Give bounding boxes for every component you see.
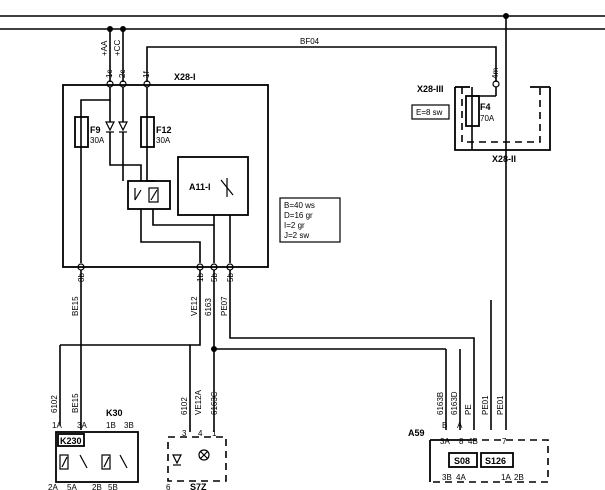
a59-pin: 4B [468, 437, 478, 446]
relay-coil [148, 187, 159, 203]
k30-pin: 5B [108, 483, 118, 490]
x28i-internal-wiring: A11-I [74, 87, 249, 263]
wire-label: 6163C [210, 391, 219, 415]
wire-label-bf04: BF04 [300, 37, 320, 46]
x28iii-label: X28-III [417, 84, 444, 94]
fuse-f4-name: F4 [480, 102, 491, 112]
wire-label: 6163D [450, 391, 459, 415]
pin-label: 1f [142, 71, 151, 78]
legend-line: B=40 ws [284, 201, 315, 210]
diode-icon [105, 121, 115, 132]
wire-label: PE01 [481, 395, 490, 415]
relay-icon [127, 180, 171, 210]
k30-box [55, 431, 139, 483]
wire-bf04: BF04 [146, 16, 507, 300]
s126-box [480, 452, 514, 468]
a59-pin: B [442, 421, 447, 430]
k30-label: K30 [106, 408, 123, 418]
connector-x28iii: X28-III 4m X28-II E=8 sw F4 70A [411, 68, 551, 164]
legend-box [279, 197, 341, 243]
k30-coil-icon [59, 454, 69, 470]
a59-pin: 4A [456, 473, 466, 482]
wire-label: VE12 [190, 296, 199, 316]
wire-label: PE01 [496, 395, 505, 415]
fuse-f12-name: F12 [156, 125, 172, 135]
wire-label: PE07 [220, 296, 229, 316]
a59-pin: 2B [514, 473, 524, 482]
wire-label: BE15 [71, 393, 80, 413]
s08-label: S08 [454, 456, 470, 466]
supply-label-cc: +CC [113, 40, 122, 56]
wire-label: 6102 [180, 397, 189, 415]
s7z-pin: 4 [198, 429, 203, 438]
wire-label: PE [464, 404, 473, 415]
wire-label: VE12A [194, 389, 203, 415]
connector-a59: A59 B A 8 4B 7 3A S08 S126 3B 4A 1A 2B [408, 421, 549, 483]
k230-label: K230 [60, 436, 82, 446]
s7z-pin: 3 [182, 429, 187, 438]
a59-pin: A [457, 421, 463, 430]
wire-label: 6163 [204, 298, 213, 316]
wire-labels: BE15 VE12 6163 PE07 6102 BE15 6102 VE12A… [50, 296, 505, 415]
legend-line: J=2 sw [284, 231, 309, 240]
lamp-icon [198, 449, 210, 461]
module-a11i [177, 156, 249, 216]
x28iii-dashed-outline [461, 87, 541, 143]
diode-icon [172, 454, 182, 465]
s7z-label: S7Z [190, 482, 207, 490]
wire-label: BE15 [71, 296, 80, 316]
s7z-pin: 1 [212, 429, 217, 438]
pin-label: 1c [105, 70, 114, 78]
fuse-f12-rating: 30A [156, 136, 171, 145]
k30-pin: 3A [77, 421, 87, 430]
k30-pin: 3B [124, 421, 134, 430]
supply-label-aa: +AA [100, 40, 109, 56]
a59-box [430, 439, 549, 483]
x28i-label: X28-I [174, 72, 196, 82]
a59-pin: 8 [459, 437, 464, 446]
fuse-f9-rating: 30A [90, 136, 105, 145]
x28iii-legend-box [411, 104, 450, 120]
legend-line: D=16 gr [284, 211, 313, 220]
s08-box [448, 452, 478, 468]
fuse-f9-name: F9 [90, 125, 101, 135]
k30-pin: 1A [52, 421, 62, 430]
k30-pin: 2A [48, 483, 58, 490]
k30-pin: 2B [92, 483, 102, 490]
k30-coil-icon [101, 454, 111, 470]
a59-pin: 3A [440, 437, 450, 446]
a59-label: A59 [408, 428, 425, 438]
a59-pin: 7 [502, 437, 507, 446]
lower-wires [59, 270, 507, 432]
k30-pin: 5A [67, 483, 77, 490]
wire-label: 6102 [50, 395, 59, 413]
k230-label-box [57, 433, 85, 447]
wire-label: 6163B [436, 392, 445, 415]
x28iii-legend: E=8 sw [416, 108, 443, 117]
relay-k30: K30 K230 1A 3A 1B 3B 2A 5A 2B 5B [48, 408, 139, 490]
connector-x28i: X28-I 1c 2c 1f [62, 70, 269, 268]
fuse-f4-rating: 70A [480, 114, 495, 123]
x28ii-label: X28-II [492, 154, 516, 164]
x28i-box [62, 84, 269, 268]
pin-label: 2c [118, 70, 127, 78]
switch-s7z: 3 4 1 6 S7Z [166, 429, 227, 490]
fuse-labels: F9 30A F12 30A [90, 125, 172, 145]
supply-drops: +AA +CC [100, 29, 124, 82]
a59-pin: 1A [501, 473, 511, 482]
a59-pin: 3B [442, 473, 452, 482]
x28ii-outline [454, 87, 551, 151]
diode-icon [118, 121, 128, 132]
color-legend: B=40 ws D=16 gr I=2 gr J=2 sw [279, 197, 341, 243]
legend-line: I=2 gr [284, 221, 305, 230]
pin-label: 4m [491, 68, 500, 79]
a11i-label: A11-I [189, 182, 211, 192]
supply-rails [0, 13, 605, 32]
s7z-box [167, 436, 227, 482]
s126-label: S126 [485, 456, 506, 466]
s7z-pin: 6 [166, 483, 171, 490]
k30-pin: 1B [106, 421, 116, 430]
